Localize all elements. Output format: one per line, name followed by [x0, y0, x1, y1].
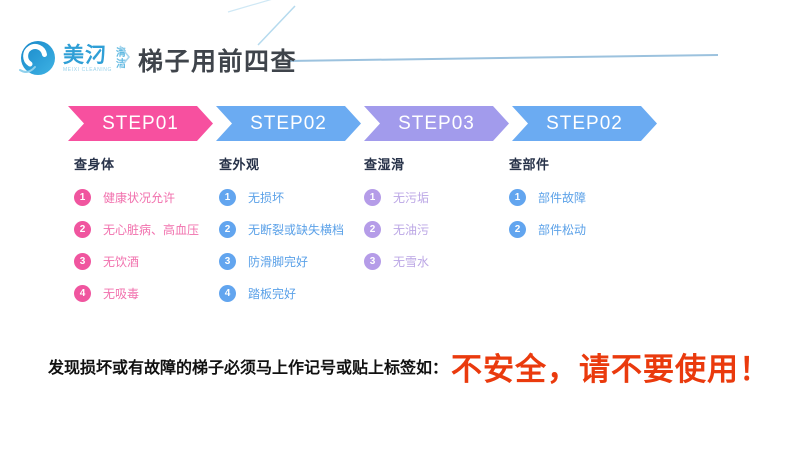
number-badge: 3 — [74, 253, 91, 270]
footer-label: 发现损坏或有故障的梯子必须马上作记号或贴上标签如： — [48, 360, 449, 377]
list-item: 2 无油污 — [358, 221, 503, 238]
brand-subtitle: MEIXI CLEANING — [63, 67, 112, 73]
list-item: 1 部件故障 — [503, 189, 648, 206]
number-badge: 1 — [509, 189, 526, 206]
item-label: 健康状况允许 — [103, 191, 176, 205]
number-badge: 4 — [74, 285, 91, 302]
column-check-body: 查身体 1 健康状况允许 2 无心脏病、高血压 3 无饮酒 4 无吸毒 — [68, 154, 213, 317]
item-label: 无吸毒 — [103, 287, 140, 301]
item-label: 无损坏 — [248, 191, 285, 205]
column-header: 查外观 — [219, 157, 260, 172]
column-header: 查湿滑 — [364, 157, 405, 172]
item-label: 无断裂或缺失横档 — [248, 223, 345, 237]
column-header: 查部件 — [509, 157, 550, 172]
item-label: 部件松动 — [538, 223, 587, 237]
list-item: 1 无污垢 — [358, 189, 503, 206]
brand-tag-top: 清 — [115, 47, 126, 59]
list-item: 2 无断裂或缺失横档 — [213, 221, 358, 238]
item-label: 无油污 — [393, 223, 430, 237]
item-label: 部件故障 — [538, 191, 587, 205]
list-item: 3 无饮酒 — [68, 253, 213, 270]
item-label: 防滑脚完好 — [248, 255, 309, 269]
list-item: 4 踏板完好 — [213, 285, 358, 302]
column-check-appearance: 查外观 1 无损坏 2 无断裂或缺失横档 3 防滑脚完好 4 踏板完好 — [213, 154, 358, 317]
brand-tag-bottom: 洁 — [115, 59, 126, 70]
item-label: 无饮酒 — [103, 255, 140, 269]
number-badge: 3 — [219, 253, 236, 270]
list-item: 2 无心脏病、高血压 — [68, 221, 213, 238]
number-badge: 2 — [74, 221, 91, 238]
step-banner-row: STEP01 STEP02 STEP03 STEP02 — [68, 106, 657, 141]
chevron-right-icon — [118, 44, 132, 75]
number-badge: 1 — [219, 189, 236, 206]
list-item: 3 防滑脚完好 — [213, 253, 358, 270]
number-badge: 3 — [364, 253, 381, 270]
number-badge: 2 — [364, 221, 381, 238]
list-item: 4 无吸毒 — [68, 285, 213, 302]
checklist-columns: 查身体 1 健康状况允许 2 无心脏病、高血压 3 无饮酒 4 无吸毒 查外观 … — [68, 154, 648, 317]
step-banner-4: STEP02 — [512, 106, 657, 141]
column-header: 查身体 — [74, 157, 115, 172]
number-badge: 4 — [219, 285, 236, 302]
item-label: 无污垢 — [393, 191, 430, 205]
column-check-slippery: 查湿滑 1 无污垢 2 无油污 3 无雪水 — [358, 154, 503, 317]
number-badge: 2 — [219, 221, 236, 238]
page-title: 梯子用前四查 — [138, 48, 298, 76]
item-label: 无雪水 — [393, 255, 430, 269]
item-label: 踏板完好 — [248, 287, 297, 301]
list-item: 2 部件松动 — [503, 221, 648, 238]
brand-tagline: 清 洁 — [116, 48, 126, 71]
brand-text: 美汈 MEIXI CLEANING 清 洁 — [63, 45, 126, 73]
list-item: 3 无雪水 — [358, 253, 503, 270]
step-banner-2: STEP02 — [216, 106, 361, 141]
step-banner-1: STEP01 — [68, 106, 213, 141]
brand-logo: 美汈 MEIXI CLEANING 清 洁 — [16, 38, 126, 80]
column-check-parts: 查部件 1 部件故障 2 部件松动 — [503, 154, 648, 317]
step-banner-3: STEP03 — [364, 106, 509, 141]
list-item: 1 健康状况允许 — [68, 189, 213, 206]
number-badge: 1 — [74, 189, 91, 206]
brand-logo-icon — [19, 41, 55, 75]
warning-text: 不安全，请不要使用！ — [451, 351, 772, 387]
footer-warning-row: 发现损坏或有故障的梯子必须马上作记号或贴上标签如： 不安全，请不要使用！ — [48, 340, 778, 392]
list-item: 1 无损坏 — [213, 189, 358, 206]
number-badge: 1 — [364, 189, 381, 206]
item-label: 无心脏病、高血压 — [103, 223, 200, 237]
brand-name: 美汈 — [63, 44, 107, 67]
number-badge: 2 — [509, 221, 526, 238]
